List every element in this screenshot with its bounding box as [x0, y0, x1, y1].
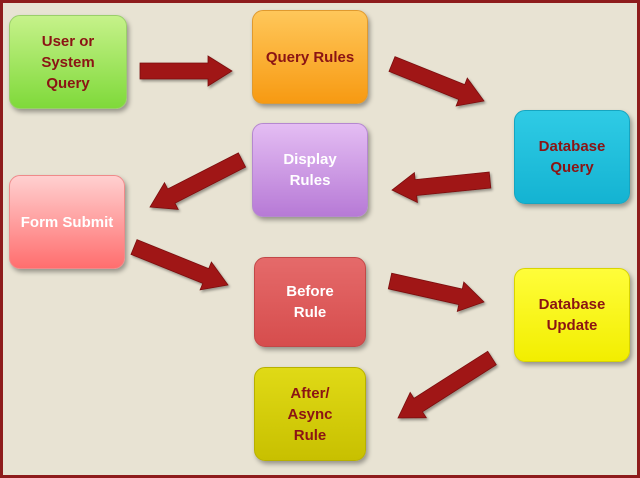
database-update-label: Database Update — [538, 296, 606, 334]
display-rules-node: Display Rules — [252, 123, 368, 217]
arrow-db-update-to-after-rule — [397, 350, 497, 419]
after-async-rule-node: After/ Async Rule — [254, 367, 366, 461]
form-submit-label: Form Submit — [20, 213, 114, 231]
display-rules-label: Display Rules — [283, 151, 337, 189]
after-async-rule-label: After/ Async Rule — [287, 384, 333, 444]
before-rule-label: Before Rule — [286, 283, 334, 321]
arrow-query-rules-to-db-query — [388, 56, 485, 107]
arrow-user-to-query-rules — [139, 55, 233, 87]
arrow-form-to-before-rule — [130, 239, 229, 291]
database-update-node: Database Update — [514, 268, 630, 362]
arrow-db-query-to-display-rules — [391, 171, 492, 204]
database-query-node: Database Query — [514, 110, 630, 204]
query-rules-label: Query Rules — [265, 48, 355, 66]
arrow-before-rule-to-db-update — [387, 272, 485, 313]
before-rule-node: Before Rule — [254, 257, 366, 347]
form-submit-node: Form Submit — [9, 175, 125, 269]
query-rules-node: Query Rules — [252, 10, 368, 104]
arrow-display-rules-to-form — [149, 152, 247, 210]
user-or-system-query-node: User or System Query — [9, 15, 127, 109]
user-or-system-query-label: User or System Query — [41, 32, 95, 92]
database-query-label: Database Query — [538, 138, 606, 176]
